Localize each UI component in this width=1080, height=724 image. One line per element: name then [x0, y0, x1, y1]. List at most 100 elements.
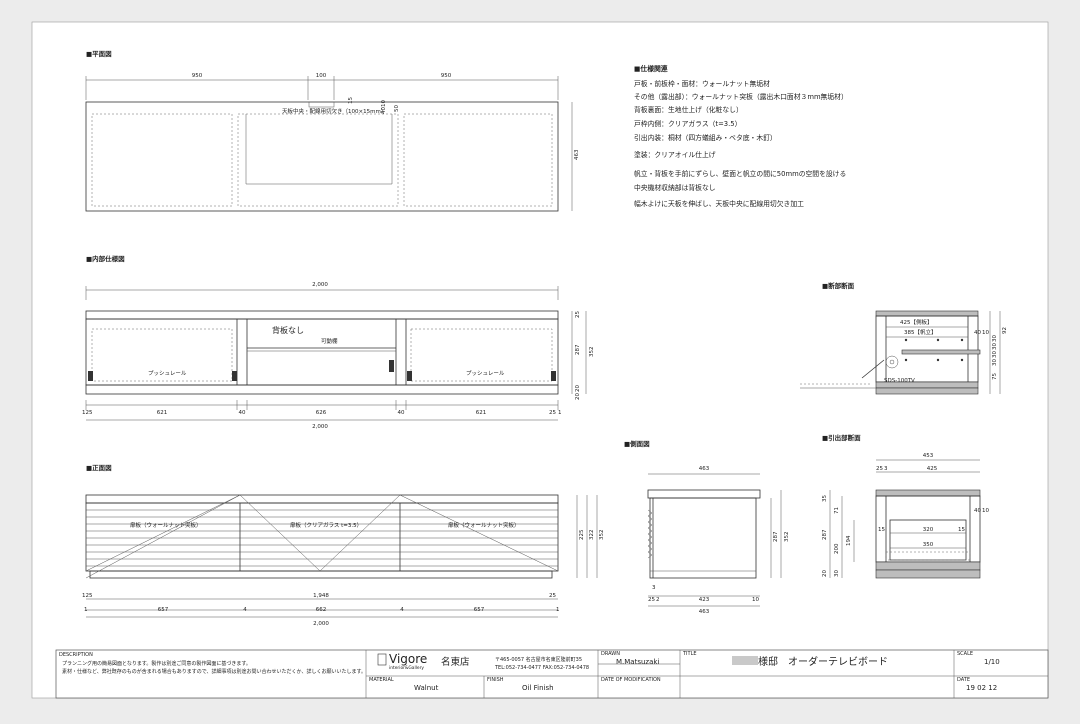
cross-dim-425: 425【側板】: [900, 318, 933, 326]
drawer-dim-200: 200: [834, 543, 840, 554]
spec-line-4: 戸枠内側：クリアガラス（t=3.5）: [634, 119, 741, 128]
side-dim-352: 352: [784, 532, 790, 543]
company-logo-icon: [377, 653, 387, 666]
section-plan-title: ■平面図: [86, 49, 112, 58]
interior-dim-621a: 621: [157, 410, 168, 416]
section-cross-title: ■断部断面: [822, 281, 855, 290]
interior-dim-r20a: 20: [575, 385, 581, 392]
interior-dim-r20b: 20: [575, 393, 581, 400]
drawer-dim-425: 425: [927, 466, 938, 472]
front-dim-1948: 1,948: [313, 593, 329, 599]
interior-label-rail-right: プッシュレール: [466, 370, 505, 377]
front-dim-total: 2,000: [313, 621, 329, 627]
tb-material: Walnut: [414, 684, 439, 692]
front-dim-25: 25: [549, 593, 556, 599]
tb-description-line-1: プランニング用の簡易図面となります。製作は別途ご同意の製作図面に基づきます。: [62, 660, 251, 667]
title-block: [55, 649, 1049, 699]
tb-tel: TEL:052-734-0477 FAX:052-734-0478: [494, 665, 589, 671]
front-dim-4a: 4: [243, 607, 247, 613]
interior-dim-1: 1: [558, 410, 562, 416]
drawer-dim-3: 3: [884, 466, 888, 472]
cross-dim-92: 92: [1002, 327, 1008, 334]
cross-dim-75: 75: [992, 373, 998, 380]
spec-note-3: 幅木よけに天板を伸ばし、天板中央に配線用切欠き加工: [634, 199, 804, 208]
drawer-dim-10: 10: [982, 508, 989, 514]
plan-dim-4010: 4010: [381, 100, 387, 114]
interior-dim-r25: 25: [575, 311, 581, 318]
section-front-title: ■正面図: [86, 463, 112, 472]
spec-line-5: 引出内装：桐材（四方蟻組み・ベタ底・木釘）: [634, 133, 777, 142]
drawer-dim-20: 20: [822, 570, 828, 577]
front-dim-1a: 1: [84, 607, 88, 613]
plan-dim-left: 950: [192, 73, 203, 79]
drawer-dim-320: 320: [923, 527, 934, 533]
tb-company: Vigore: [389, 652, 427, 666]
front-dim-1b: 1: [556, 607, 560, 613]
spec-heading: ■仕様関連: [634, 64, 668, 73]
front-dim-4b: 4: [400, 607, 404, 613]
side-dim-total: 463: [699, 609, 710, 615]
spec-line-1: 戸板・前板枠・面材：ウォールナット無垢材: [634, 79, 770, 88]
plan-dim-15: 15: [348, 97, 354, 104]
tb-finish: Oil Finish: [522, 684, 554, 692]
cross-dim-30b: 30: [992, 343, 998, 350]
interior-dim-40a: 40: [239, 410, 246, 416]
tb-mod-label: DATE OF MODIFICATION: [601, 677, 661, 683]
side-dim-3: 3: [652, 585, 656, 591]
cross-dim-10: 10: [982, 330, 989, 336]
drawer-dim-194: 194: [846, 535, 852, 546]
side-dim-10: 10: [752, 597, 759, 603]
interior-label-center: 背板なし: [272, 325, 304, 335]
tb-title: 様邸 オーダーテレビボード: [758, 655, 888, 668]
tb-title-label: TITLE: [682, 651, 697, 657]
interior-dim-r287: 287: [575, 344, 581, 355]
front-dim-662: 662: [316, 607, 327, 613]
tb-scale-label: SCALE: [957, 651, 973, 657]
tb-description-label: DESCRIPTION: [59, 652, 93, 658]
front-label-left: 扉板（ウォールナット突板）: [130, 521, 202, 529]
tb-date-label: DATE: [957, 677, 970, 683]
plan-dim-50: 50: [394, 105, 400, 112]
cross-dim-30a: 30: [992, 335, 998, 342]
front-label-right: 扉板（ウォールナット突板）: [448, 521, 520, 529]
section-interior-title: ■内部仕様図: [86, 254, 125, 263]
side-dim-25: 25: [648, 597, 655, 603]
cross-dim-40: 40: [974, 330, 981, 336]
front-dim-657b: 657: [474, 607, 485, 613]
tb-branch: 名東店: [441, 656, 470, 668]
drawer-dim-30: 30: [834, 570, 840, 577]
spec-line-2: その他（露出部）：ウォールナット突板（露出木口面材３mm無垢材）: [634, 92, 848, 101]
spec-note-2: 中央機材収納部は背板なし: [634, 183, 716, 192]
front-dim-657a: 657: [158, 607, 169, 613]
spec-line-6: 塗装：クリアオイル仕上げ: [634, 150, 716, 159]
interior-dim-621b: 621: [476, 410, 487, 416]
side-dim-423: 423: [699, 597, 710, 603]
paper: [31, 21, 1049, 699]
tb-material-label: MATERIAL: [369, 677, 394, 683]
drawer-dim-287: 287: [822, 529, 828, 540]
drawer-dim-350: 350: [923, 542, 934, 548]
interior-dim-125: 125: [82, 410, 93, 416]
tb-scale: 1/10: [984, 658, 1000, 666]
front-dim-125: 125: [82, 593, 93, 599]
front-dim-322: 322: [589, 530, 595, 541]
cross-hinge-label: SDS-100TV: [884, 378, 915, 384]
side-dim-2: 2: [656, 597, 660, 603]
cross-dim-30c: 30: [992, 351, 998, 358]
drawer-dim-15b: 15: [958, 527, 965, 533]
drawer-dim-35: 35: [822, 495, 828, 502]
interior-dim-total-bottom: 2,000: [312, 424, 328, 430]
interior-dim-25: 25: [549, 410, 556, 416]
plan-dim-center: 100: [316, 73, 327, 79]
tb-drawn-label: DRAWN: [601, 651, 620, 657]
drawer-dim-40: 40: [974, 508, 981, 514]
side-dim-287: 287: [773, 531, 779, 542]
spec-line-3: 背板裏面：生地仕上げ（化粧なし）: [634, 105, 743, 114]
interior-dim-r352: 352: [589, 347, 595, 358]
drawer-dim-71: 71: [834, 507, 840, 514]
tb-address: 〒465-0057 名古屋市名東区陸前町35: [495, 656, 582, 663]
front-label-center: 扉板（クリアガラス t=3.5）: [290, 521, 362, 529]
plan-dim-right: 950: [441, 73, 452, 79]
interior-dim-626: 626: [316, 410, 327, 416]
